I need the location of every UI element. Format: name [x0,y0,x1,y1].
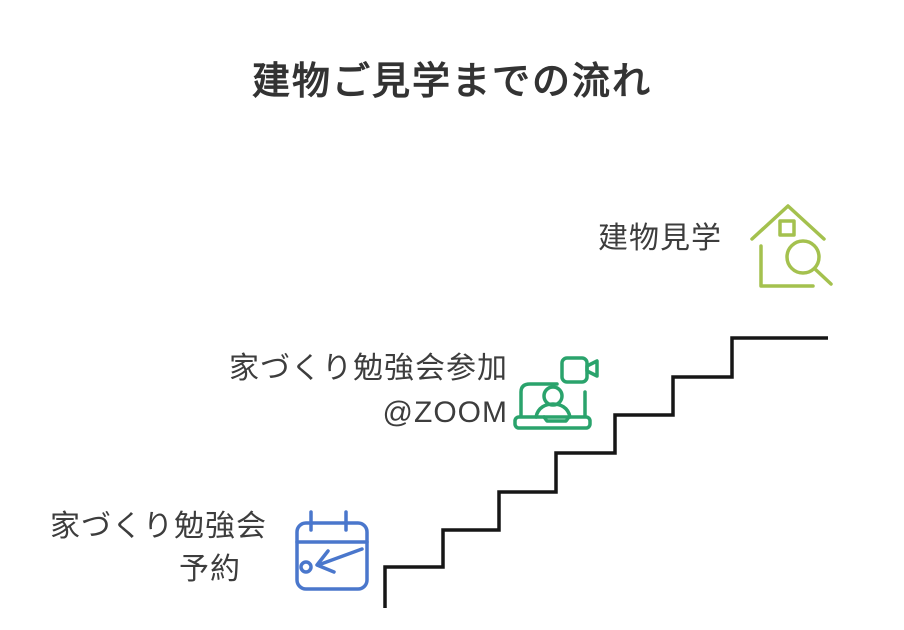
staircase-line [383,336,828,608]
step2-label-line2: @ZOOM [382,396,508,429]
video-meeting-laptop-icon [513,356,599,430]
step-label-building-tour: 建物見学 [598,219,722,259]
step2-label-line1: 家づくり勉強会参加 [229,352,508,385]
step3-label-line1: 建物見学 [598,222,722,255]
step-label-study-session-booking: 家づくり勉強会 予約 [50,505,267,591]
step1-label-line1: 家づくり勉強会 [50,510,267,543]
page-title: 建物ご見学までの流れ [251,61,652,103]
step1-label-line2: 予約 [179,553,241,586]
house-search-icon [750,204,833,288]
calendar-booking-icon [295,510,369,591]
step-label-study-session-zoom: 家づくり勉強会参加 @ZOOM [229,347,508,435]
